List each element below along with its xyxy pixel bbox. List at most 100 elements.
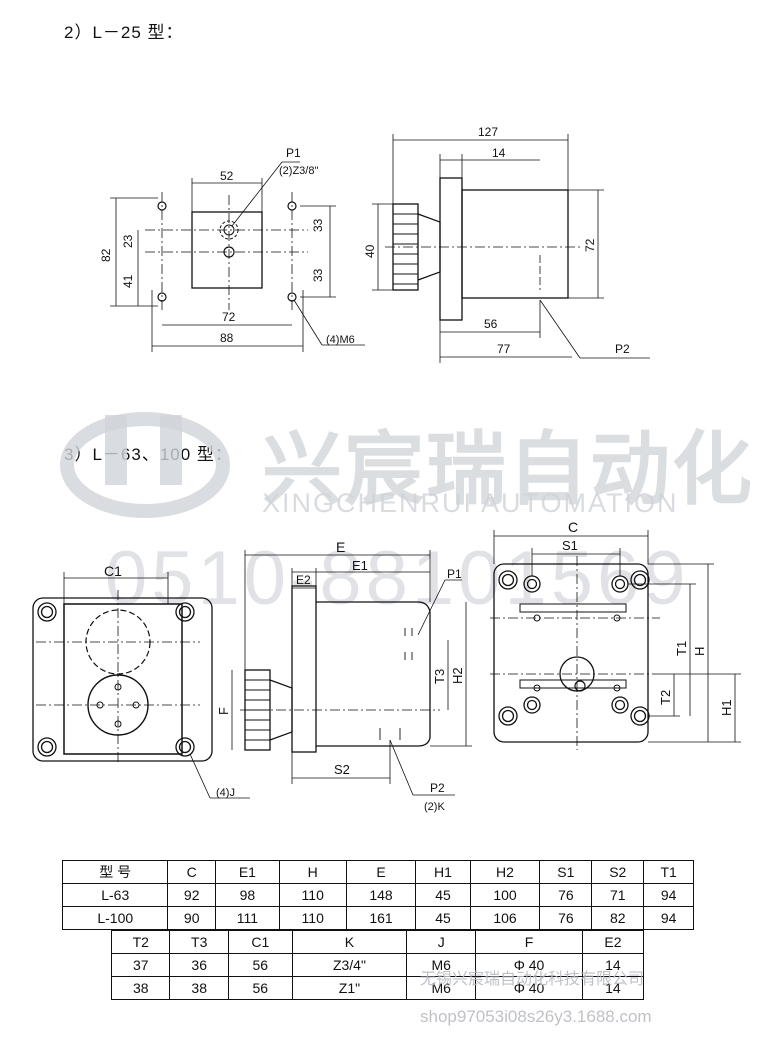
table-cell: E: [345, 860, 417, 884]
watermark-brand-cn: 兴宸瑞自动化: [262, 423, 754, 516]
watermark-brand-en: XINGCHENRUI AUTOMATION: [262, 488, 679, 518]
table-cell: 14: [581, 953, 645, 977]
svg-text:T2: T2: [658, 690, 673, 705]
table-cell: F: [475, 930, 583, 954]
table-cell: H1: [415, 860, 471, 884]
svg-text:P1: P1: [447, 567, 462, 581]
table-cell: 45: [415, 906, 471, 930]
table-cell: L-63: [61, 883, 169, 907]
svg-text:S1: S1: [562, 538, 578, 553]
svg-text:P2: P2: [430, 781, 445, 795]
svg-text:C1: C1: [104, 563, 122, 579]
table-cell: 76: [539, 906, 593, 930]
table-header-row: T2 T3 C1 K J F E2: [110, 930, 645, 954]
watermark-footer-company: 无锡兴宸瑞自动化科技有限公司: [420, 971, 645, 988]
table-cell: T1: [643, 860, 694, 884]
table-cell: 98: [214, 883, 280, 907]
table-cell: 92: [167, 883, 216, 907]
table-cell: S2: [591, 860, 645, 884]
table-cell: 90: [167, 906, 216, 930]
table-cell: 110: [278, 883, 347, 907]
svg-text:88: 88: [220, 331, 234, 345]
table-cell: 111: [214, 906, 280, 930]
table-cell: E2: [581, 930, 645, 954]
table-header-row: 型 号 C E1 H E H1 H2 S1 S2 T1: [61, 860, 694, 884]
table-row: L-63 92 98 110 148 45 100 76 71 94: [61, 883, 694, 907]
svg-text:14: 14: [492, 146, 506, 160]
svg-text:23: 23: [121, 234, 135, 248]
svg-text:H: H: [692, 647, 707, 656]
dimension-table-2: T2 T3 C1 K J F E2 37 36 56 Z3/4" M6 Φ 40…: [110, 930, 645, 1000]
svg-text:127: 127: [478, 125, 498, 139]
table-cell: J: [406, 930, 477, 954]
table-cell: 161: [345, 906, 417, 930]
table-cell: 36: [169, 953, 229, 977]
table-cell: 94: [643, 883, 694, 907]
table-cell: 型 号: [61, 860, 169, 884]
table-cell: S1: [539, 860, 593, 884]
l63-front-view: C1 (4)J: [32, 563, 250, 799]
table-cell: 94: [643, 906, 694, 930]
watermark-footer-url: shop97053i08s26y3.1688.com: [420, 1007, 652, 1026]
table-row: L-100 90 111 110 161 45 106 76 82 94: [61, 906, 694, 930]
brand-logo-icon: [60, 412, 230, 518]
table-cell: 14: [581, 976, 645, 1000]
svg-text:33: 33: [311, 268, 325, 282]
table-row: 38 38 56 Z1" M6 Φ 40 14: [110, 976, 645, 1000]
svg-text:S2: S2: [334, 762, 350, 777]
table-cell: Φ 40: [475, 976, 583, 1000]
table-cell: 82: [591, 906, 645, 930]
svg-text:F: F: [216, 707, 231, 715]
watermark-phone: 0510-88101569: [105, 536, 690, 621]
table-cell: 38: [110, 976, 171, 1000]
svg-text:T1: T1: [674, 641, 689, 656]
table-cell: 76: [539, 883, 593, 907]
svg-text:T3: T3: [432, 669, 447, 684]
table-cell: C1: [227, 930, 293, 954]
back-corner-bolts: [498, 570, 650, 726]
table-cell: Z1": [291, 976, 408, 1000]
l25-side-view: 127 14 40 72 56 77 P2: [363, 125, 650, 363]
table-cell: K: [291, 930, 408, 954]
svg-text:72: 72: [583, 238, 597, 252]
table-cell: 71: [591, 883, 645, 907]
svg-text:P2: P2: [615, 342, 630, 356]
svg-text:56: 56: [484, 317, 498, 331]
table-cell: 45: [415, 883, 471, 907]
svg-text:E1: E1: [352, 558, 368, 573]
svg-text:H1: H1: [719, 699, 734, 716]
table-cell: 106: [469, 906, 541, 930]
svg-text:82: 82: [99, 248, 113, 262]
svg-text:E2: E2: [296, 573, 311, 587]
table-cell: C: [167, 860, 216, 884]
table-cell: Z3/4": [291, 953, 408, 977]
table-cell: T3: [169, 930, 229, 954]
svg-text:41: 41: [121, 274, 135, 288]
l25-front-view: 52 P1 (2)Z3/8" 82 23 41 33 33 72 88 (4)M…: [99, 146, 365, 352]
svg-text:33: 33: [311, 218, 325, 232]
svg-text:H2: H2: [450, 667, 465, 684]
table-cell: 100: [469, 883, 541, 907]
svg-text:77: 77: [497, 342, 511, 356]
table-cell: 37: [110, 953, 171, 977]
svg-text:72: 72: [222, 310, 236, 324]
corner-bolts: [37, 602, 195, 757]
table-cell: E1: [214, 860, 280, 884]
svg-text:P1: P1: [286, 146, 301, 160]
table-cell: H: [278, 860, 347, 884]
dimension-table-1: 型 号 C E1 H E H1 H2 S1 S2 T1 L-63 92 98 1…: [61, 860, 694, 930]
table-cell: T2: [110, 930, 171, 954]
svg-text:C: C: [568, 519, 578, 535]
l25-section-title: 2）L－25 型：: [64, 23, 184, 42]
svg-text:E: E: [336, 539, 345, 555]
svg-text:(2)K: (2)K: [424, 801, 445, 813]
table-cell: 56: [227, 953, 293, 977]
svg-text:(4)M6: (4)M6: [326, 334, 355, 346]
svg-text:52: 52: [220, 169, 234, 183]
l63-back-view: C S1 T1 H T2 H1: [490, 519, 741, 750]
svg-text:(4)J: (4)J: [216, 787, 235, 799]
table-cell: 56: [227, 976, 293, 1000]
table-cell: M6: [406, 953, 477, 977]
table-cell: H2: [469, 860, 541, 884]
table-cell: M6: [406, 976, 477, 1000]
